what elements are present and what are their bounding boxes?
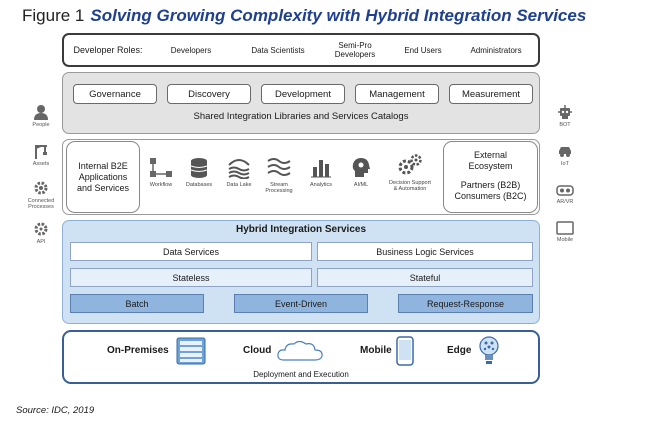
ar-vr-label: AR/VR [556,199,574,205]
figure-label: Figure 1 [22,6,85,25]
side-connected-processes: Connected Processes [20,180,62,210]
edge-label: Edge [447,345,472,356]
assets-label: Assets [32,161,50,167]
side-people: People [22,104,60,128]
analytics-icon [311,160,331,178]
crane-icon [35,145,47,159]
side-bot: BOT [546,104,584,128]
pill-governance: Governance [73,84,157,104]
batch-bar: Batch [70,294,204,313]
external-ecosystem-label: External Ecosystem [468,150,513,171]
pill-management: Management [355,84,439,104]
side-assets: Assets [22,143,60,167]
ai-head-icon [352,158,370,177]
developer-roles-bar: Developer Roles: Developers Data Scienti… [62,33,540,67]
server-rack-icon [176,337,206,365]
business-logic-services-bar: Business Logic Services [317,242,533,261]
bot-label: BOT [559,122,571,128]
decision-support-label: Decision Support & Automation [389,180,431,192]
gear-icon [34,181,48,195]
ai-ml-label: AI/ML [353,182,369,188]
side-iot: IoT [546,143,584,167]
deployment-execution-label: Deployment and Execution [253,370,349,379]
internal-b2e-box: Internal B2E Applications and Services [66,141,140,213]
decision-support-item: Decision Support & Automation [381,153,439,192]
developer-roles-label: Developer Roles: [73,44,143,55]
side-ar-vr: AR/VR [546,183,584,205]
analytics-label: Analytics [309,182,332,188]
tablet-icon [556,221,574,235]
request-response-bar: Request-Response [398,294,533,313]
analytics-item: Analytics [301,157,341,188]
stateful-bar: Stateful [317,268,533,287]
data-lake-item: Data Lake [219,157,259,188]
event-driven-bar: Event-Driven [234,294,368,313]
databases-item: Databases [179,157,219,188]
data-lake-label: Data Lake [226,182,252,188]
partners-consumers-label: Partners (B2B) Consumers (B2C) [454,180,527,201]
figure-title-text: Solving Growing Complexity with Hybrid I… [90,6,587,25]
capabilities-panel: Governance Discovery Development Managem… [62,72,540,134]
workflow-item: Workflow [141,157,181,188]
person-icon [34,105,48,120]
mobile-side-label: Mobile [556,237,574,243]
ai-ml-item: AI/ML [341,157,381,188]
stateless-bar: Stateless [70,268,312,287]
pill-measurement: Measurement [449,84,533,104]
side-mobile: Mobile [546,221,584,243]
workflow-icon [150,158,172,177]
cloud-label: Cloud [243,345,272,356]
car-icon [559,147,571,157]
role-administrators: Administrators [470,45,522,55]
workflow-label: Workflow [149,182,173,188]
shared-libraries-label: Shared Integration Libraries and Service… [193,111,409,122]
role-data-scientists: Data Scientists [251,45,305,55]
cloud-icon [277,340,323,361]
vr-goggles-icon [556,185,574,196]
databases-label: Databases [185,182,213,188]
stream-processing-label: Stream Processing [265,182,293,194]
pill-discovery: Discovery [167,84,251,104]
mobile-phone-icon [396,336,414,366]
data-services-bar: Data Services [70,242,312,261]
source-note: Source: IDC, 2019 [16,405,95,416]
data-lake-icon [228,159,250,179]
iot-label: IoT [561,161,569,167]
api-label: API [36,239,46,245]
external-ecosystem-box: External Ecosystem Partners (B2B) Consum… [443,141,538,213]
robot-icon [558,105,572,119]
api-gear-icon [34,222,48,236]
database-icon [190,158,208,178]
role-developers: Developers [170,45,212,55]
mobile-label: Mobile [360,345,392,356]
stream-processing-item: Stream Processing [259,157,299,194]
role-semi-pro-developers: Semi-Pro Developers [334,41,376,59]
stream-icon [267,158,291,176]
pill-development: Development [261,84,345,104]
on-premises-label: On-Premises [107,345,169,356]
role-end-users: End Users [404,45,442,55]
edge-lightbulb-icon [479,336,499,364]
people-label: People [32,122,50,128]
hybrid-integration-title: Hybrid Integration Services [235,224,367,235]
side-api: API [22,221,60,245]
gears-icon [398,154,422,175]
connected-processes-label: Connected Processes [27,198,55,210]
figure-title: Figure 1 Solving Growing Complexity with … [22,6,586,26]
